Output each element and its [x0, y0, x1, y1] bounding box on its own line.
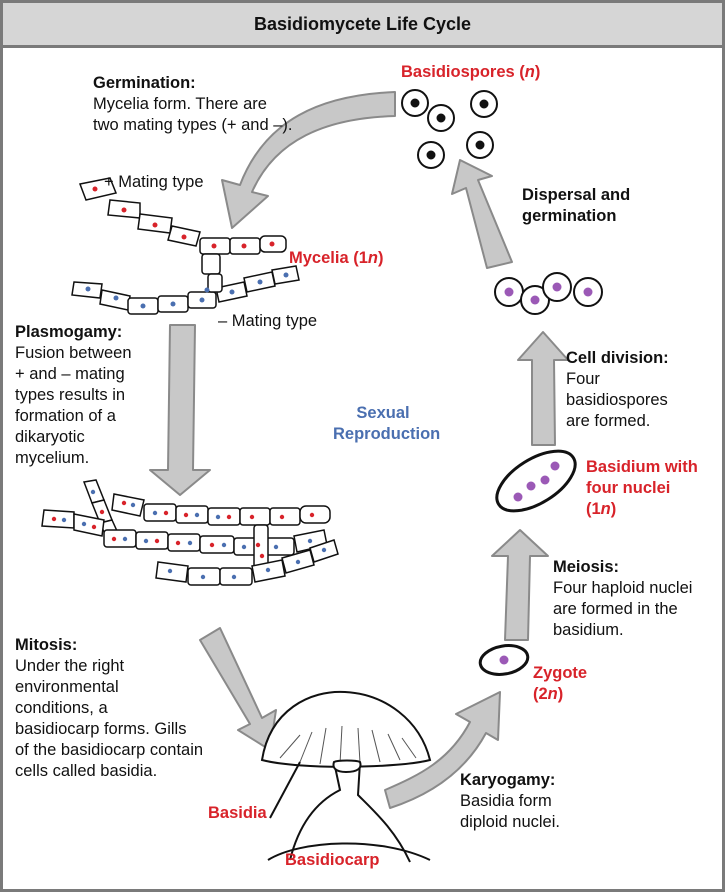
plasmogamy-text: Plasmogamy: Fusion between + and – matin…	[15, 322, 132, 469]
germination-line: Mycelia form. There are	[93, 95, 267, 113]
arrow-cell-division	[517, 331, 569, 446]
minus-mating-label: – Mating type	[218, 312, 318, 330]
zygote-cell	[478, 644, 530, 676]
ploidy-italic: n	[524, 63, 535, 81]
ploidy-italic: n	[367, 249, 378, 267]
basidiocarp-illustration	[260, 690, 432, 863]
four-spores	[494, 272, 603, 315]
basidia-label: Basidia	[208, 804, 267, 822]
basidium-label-line: Basidium with	[586, 458, 698, 476]
plasmogamy-line: + and – mating	[15, 365, 125, 383]
karyogamy-text: Karyogamy: Basidia form diploid nuclei.	[460, 770, 560, 833]
label-close-paren: )	[557, 685, 564, 703]
sexual-reproduction-label: Sexual Reproduction	[333, 403, 441, 445]
mitosis-heading: Mitosis:	[15, 636, 78, 654]
arrow-mitosis	[199, 627, 277, 751]
arrow-dispersal	[451, 159, 513, 269]
meiosis-line: are formed in the	[553, 600, 678, 618]
plasmogamy-line: Fusion between	[15, 344, 132, 362]
germination-line: two mating types (+ and –).	[93, 116, 293, 134]
label-close-paren: )	[534, 63, 541, 81]
ploidy-italic: n	[547, 685, 558, 703]
meiosis-line: basidium.	[553, 621, 624, 639]
dikaryotic-mycelium	[41, 479, 339, 586]
mitosis-line: basidiocarp forms. Gills	[15, 720, 187, 738]
meiosis-text: Meiosis: Four haploid nuclei are formed …	[553, 557, 692, 641]
center-label-line: Sexual	[356, 404, 410, 422]
ploidy-italic: n	[600, 500, 611, 518]
zygote-ploidy: (2n)	[533, 684, 587, 705]
basidium-ploidy: (1n)	[586, 499, 698, 520]
arrow-germination	[221, 91, 396, 229]
center-label-line: Reproduction	[333, 425, 441, 443]
label-close-paren: )	[610, 500, 617, 518]
mitosis-line: conditions, a	[15, 699, 108, 717]
dispersal-heading: germination	[522, 207, 617, 225]
cell-division-text: Cell division: Four basidiospores are fo…	[566, 348, 669, 432]
meiosis-heading: Meiosis:	[553, 558, 620, 576]
basidium-cell	[495, 449, 577, 513]
plus-mating-label: + Mating type	[104, 173, 204, 191]
basidium-label-line: four nuclei	[586, 479, 671, 497]
plasmogamy-line: types results in	[15, 386, 126, 404]
arrow-plasmogamy	[149, 324, 211, 496]
cell-division-line: Four	[566, 370, 600, 388]
germination-heading: Germination:	[93, 74, 196, 92]
label-close-paren: )	[377, 249, 384, 267]
arrow-karyogamy	[384, 691, 501, 809]
zygote-label: Zygote (2n)	[533, 663, 587, 705]
arrow-meiosis	[491, 529, 549, 641]
karyogamy-line: diploid nuclei.	[460, 813, 560, 831]
basidiocarp-label: Basidiocarp	[285, 851, 380, 869]
zygote-label-line: Zygote	[533, 664, 588, 682]
minus-mycelium	[71, 265, 300, 315]
ploidy-text: (1	[586, 500, 601, 518]
basidium-label: Basidium with four nuclei (1n)	[586, 457, 698, 520]
mitosis-line: Under the right	[15, 657, 125, 675]
mitosis-line: of the basidiocarp contain	[15, 741, 204, 759]
germination-text: Germination: Mycelia form. There are two…	[93, 73, 292, 136]
karyogamy-heading: Karyogamy:	[460, 771, 556, 789]
mitosis-line: cells called basidia.	[15, 762, 158, 780]
meiosis-line: Four haploid nuclei	[553, 579, 693, 597]
plus-mycelium	[78, 177, 287, 275]
mycelia-label: Mycelia (1n)	[289, 248, 383, 269]
dispersal-text: Dispersal and germination	[522, 185, 630, 227]
cell-division-line: are formed.	[566, 412, 651, 430]
ploidy-text: (2	[533, 685, 548, 703]
cell-division-line: basidiospores	[566, 391, 668, 409]
mitosis-text: Mitosis: Under the right environmental c…	[15, 635, 203, 782]
plasmogamy-line: dikaryotic	[15, 428, 85, 446]
dispersal-heading: Dispersal and	[522, 186, 631, 204]
basidiospores-label-text: Basidiospores (	[401, 63, 525, 81]
basidiospores	[401, 89, 498, 169]
plasmogamy-line: mycelium.	[15, 449, 90, 467]
plasmogamy-line: formation of a	[15, 407, 116, 425]
basidiospores-label: Basidiospores (n)	[401, 62, 540, 83]
diagram-title: Basidiomycete Life Cycle	[3, 3, 722, 48]
plasmogamy-heading: Plasmogamy:	[15, 323, 123, 341]
cell-division-heading: Cell division:	[566, 349, 669, 367]
mitosis-line: environmental	[15, 678, 119, 696]
karyogamy-line: Basidia form	[460, 792, 552, 810]
mycelia-label-text: Mycelia (1	[289, 249, 368, 267]
